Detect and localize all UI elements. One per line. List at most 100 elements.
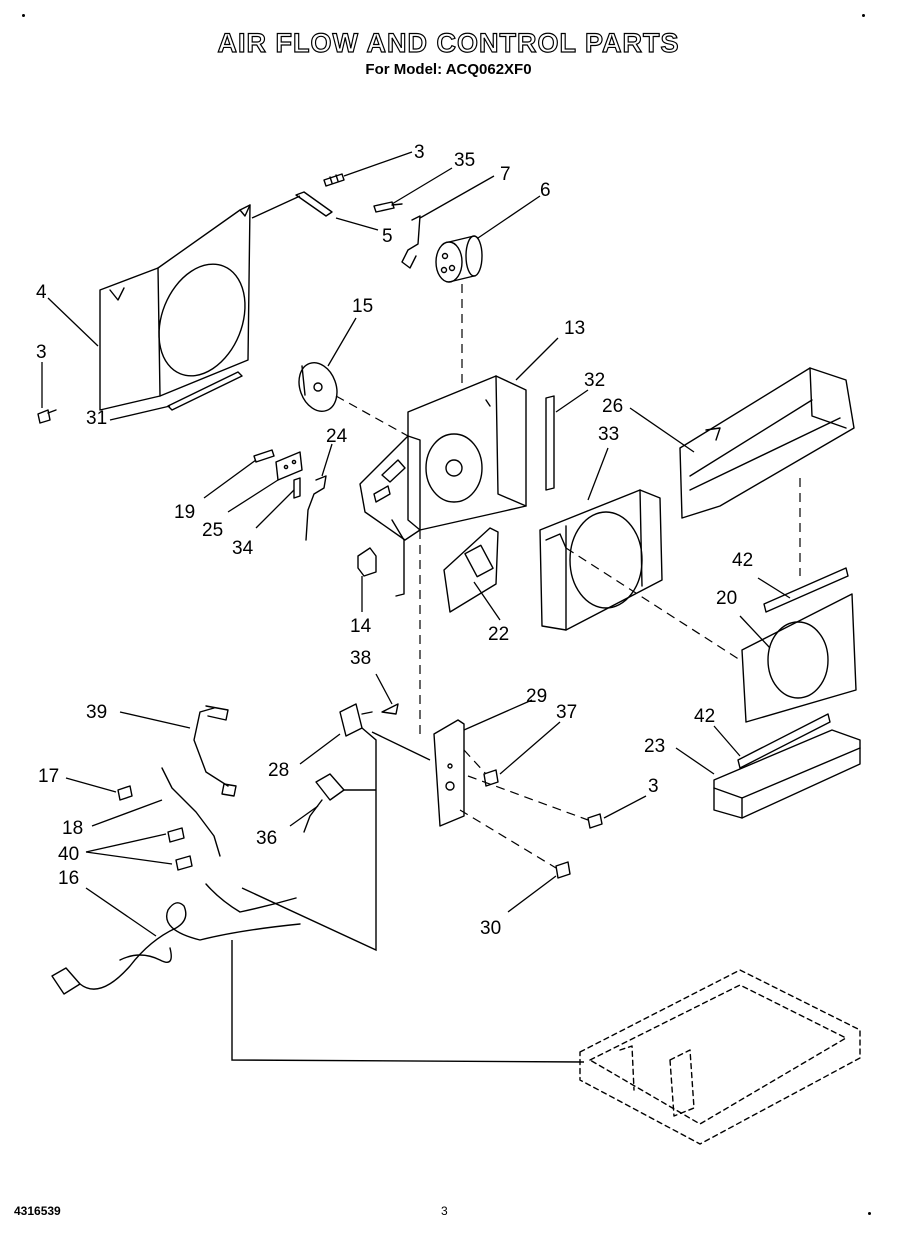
- part-24-wire: [305, 475, 327, 541]
- part-29-bracket: [433, 719, 465, 827]
- wire-ground: [231, 940, 585, 1063]
- leader-3-top: [343, 151, 413, 177]
- part-5-bracket: [295, 191, 333, 217]
- leader-4: [47, 297, 99, 347]
- callout-23: 23: [644, 736, 665, 757]
- part-40-screw-b: [175, 855, 193, 871]
- leader-3-lower: [603, 795, 647, 819]
- callout-26: 26: [602, 396, 623, 417]
- leader-34: [255, 489, 295, 529]
- callout-20: 20: [716, 588, 737, 609]
- leader-40b: [85, 851, 173, 865]
- document-number: 4316539: [14, 1204, 61, 1218]
- part-16-power-cord: [51, 883, 301, 995]
- corner-mark-top-left: [22, 14, 25, 17]
- wire-harness-a: [241, 727, 431, 952]
- part-26-air-duct: [679, 367, 855, 519]
- callout-19: 19: [174, 502, 195, 523]
- part-34-plate: [293, 477, 301, 499]
- callout-35: 35: [454, 150, 475, 171]
- leader-18: [91, 799, 163, 827]
- part-37-connector: [483, 769, 499, 787]
- callout-42-upper: 42: [732, 550, 753, 571]
- leader-19: [203, 459, 257, 499]
- callout-3-lower: 3: [648, 776, 659, 797]
- leader-16: [85, 887, 157, 937]
- part-6-capacitor: [435, 235, 483, 283]
- callout-16: 16: [58, 868, 79, 889]
- leader-38: [375, 673, 393, 705]
- part-15-fan: [298, 362, 338, 412]
- leader-17: [65, 777, 117, 793]
- leader-36: [289, 805, 319, 827]
- leader-13: [515, 337, 559, 381]
- callout-42-lower: 42: [694, 706, 715, 727]
- part-3-screw-lower: [587, 813, 603, 829]
- callout-7: 7: [500, 164, 511, 185]
- callout-28: 28: [268, 760, 289, 781]
- callout-25: 25: [202, 520, 223, 541]
- base-pan-ghost: [579, 969, 861, 1145]
- part-4-front-shroud: [99, 204, 251, 411]
- part-35-screw: [373, 201, 403, 213]
- corner-mark-bottom-right: [868, 1212, 871, 1215]
- part-33-scroll: [539, 489, 663, 631]
- part-3-screw-left: [37, 409, 57, 424]
- callout-36: 36: [256, 828, 277, 849]
- part-42-seal-upper: [763, 567, 849, 613]
- leader-24: [321, 443, 333, 477]
- callout-4: 4: [36, 282, 47, 303]
- leader-35: [391, 167, 453, 205]
- leader-6: [477, 195, 541, 239]
- part-28-switch: [339, 703, 373, 737]
- guide-line-37: [463, 749, 487, 775]
- guide-line-screw-3: [467, 775, 589, 821]
- callout-24: 24: [326, 426, 348, 447]
- leader-31: [109, 405, 171, 421]
- part-25-bracket: [275, 451, 303, 481]
- leader-5: [335, 217, 379, 231]
- corner-mark-top-right: [862, 14, 865, 17]
- model-subtitle: For Model: ACQ062XF0: [365, 61, 532, 78]
- guide-line-screw-30: [459, 809, 557, 869]
- part-23-base: [713, 729, 861, 819]
- leader-42-lower: [713, 725, 741, 757]
- part-14-switch: [357, 547, 377, 577]
- callout-17: 17: [38, 766, 59, 787]
- part-38-clip: [381, 703, 399, 715]
- part-31-foam-strip: [167, 371, 243, 411]
- page-number: 3: [441, 1204, 448, 1218]
- part-39-harness: [193, 705, 237, 797]
- leader-42-upper: [757, 577, 791, 599]
- callout-32: 32: [584, 370, 605, 391]
- part-19-clip: [253, 449, 275, 463]
- callout-37: 37: [556, 702, 577, 723]
- part-40-screw-a: [167, 827, 185, 843]
- leader-39: [119, 711, 191, 729]
- callout-39: 39: [86, 702, 107, 723]
- part-36-thermostat: [303, 773, 345, 833]
- leader-37: [499, 721, 561, 775]
- callout-30: 30: [480, 918, 501, 939]
- callout-22: 22: [488, 624, 509, 645]
- guide-line-scroll: [565, 547, 741, 661]
- callout-40: 40: [58, 844, 79, 865]
- leader-26: [629, 407, 695, 453]
- page-title: AIR FLOW AND CONTROL PARTS: [217, 27, 680, 58]
- callout-14: 14: [350, 616, 372, 637]
- leader-40a: [85, 833, 167, 853]
- leader-29: [463, 699, 533, 731]
- callout-3-left: 3: [36, 342, 47, 363]
- leader-22: [473, 581, 501, 621]
- part-32-strip: [545, 395, 555, 491]
- part-7-clamp: [401, 215, 421, 269]
- part-13-panel: [359, 375, 527, 597]
- guide-line-fan: [335, 395, 409, 437]
- callout-18: 18: [62, 818, 83, 839]
- wire-top: [251, 195, 301, 219]
- leader-25: [227, 479, 279, 513]
- callout-13: 13: [564, 318, 585, 339]
- callout-38: 38: [350, 648, 371, 669]
- callout-33: 33: [598, 424, 619, 445]
